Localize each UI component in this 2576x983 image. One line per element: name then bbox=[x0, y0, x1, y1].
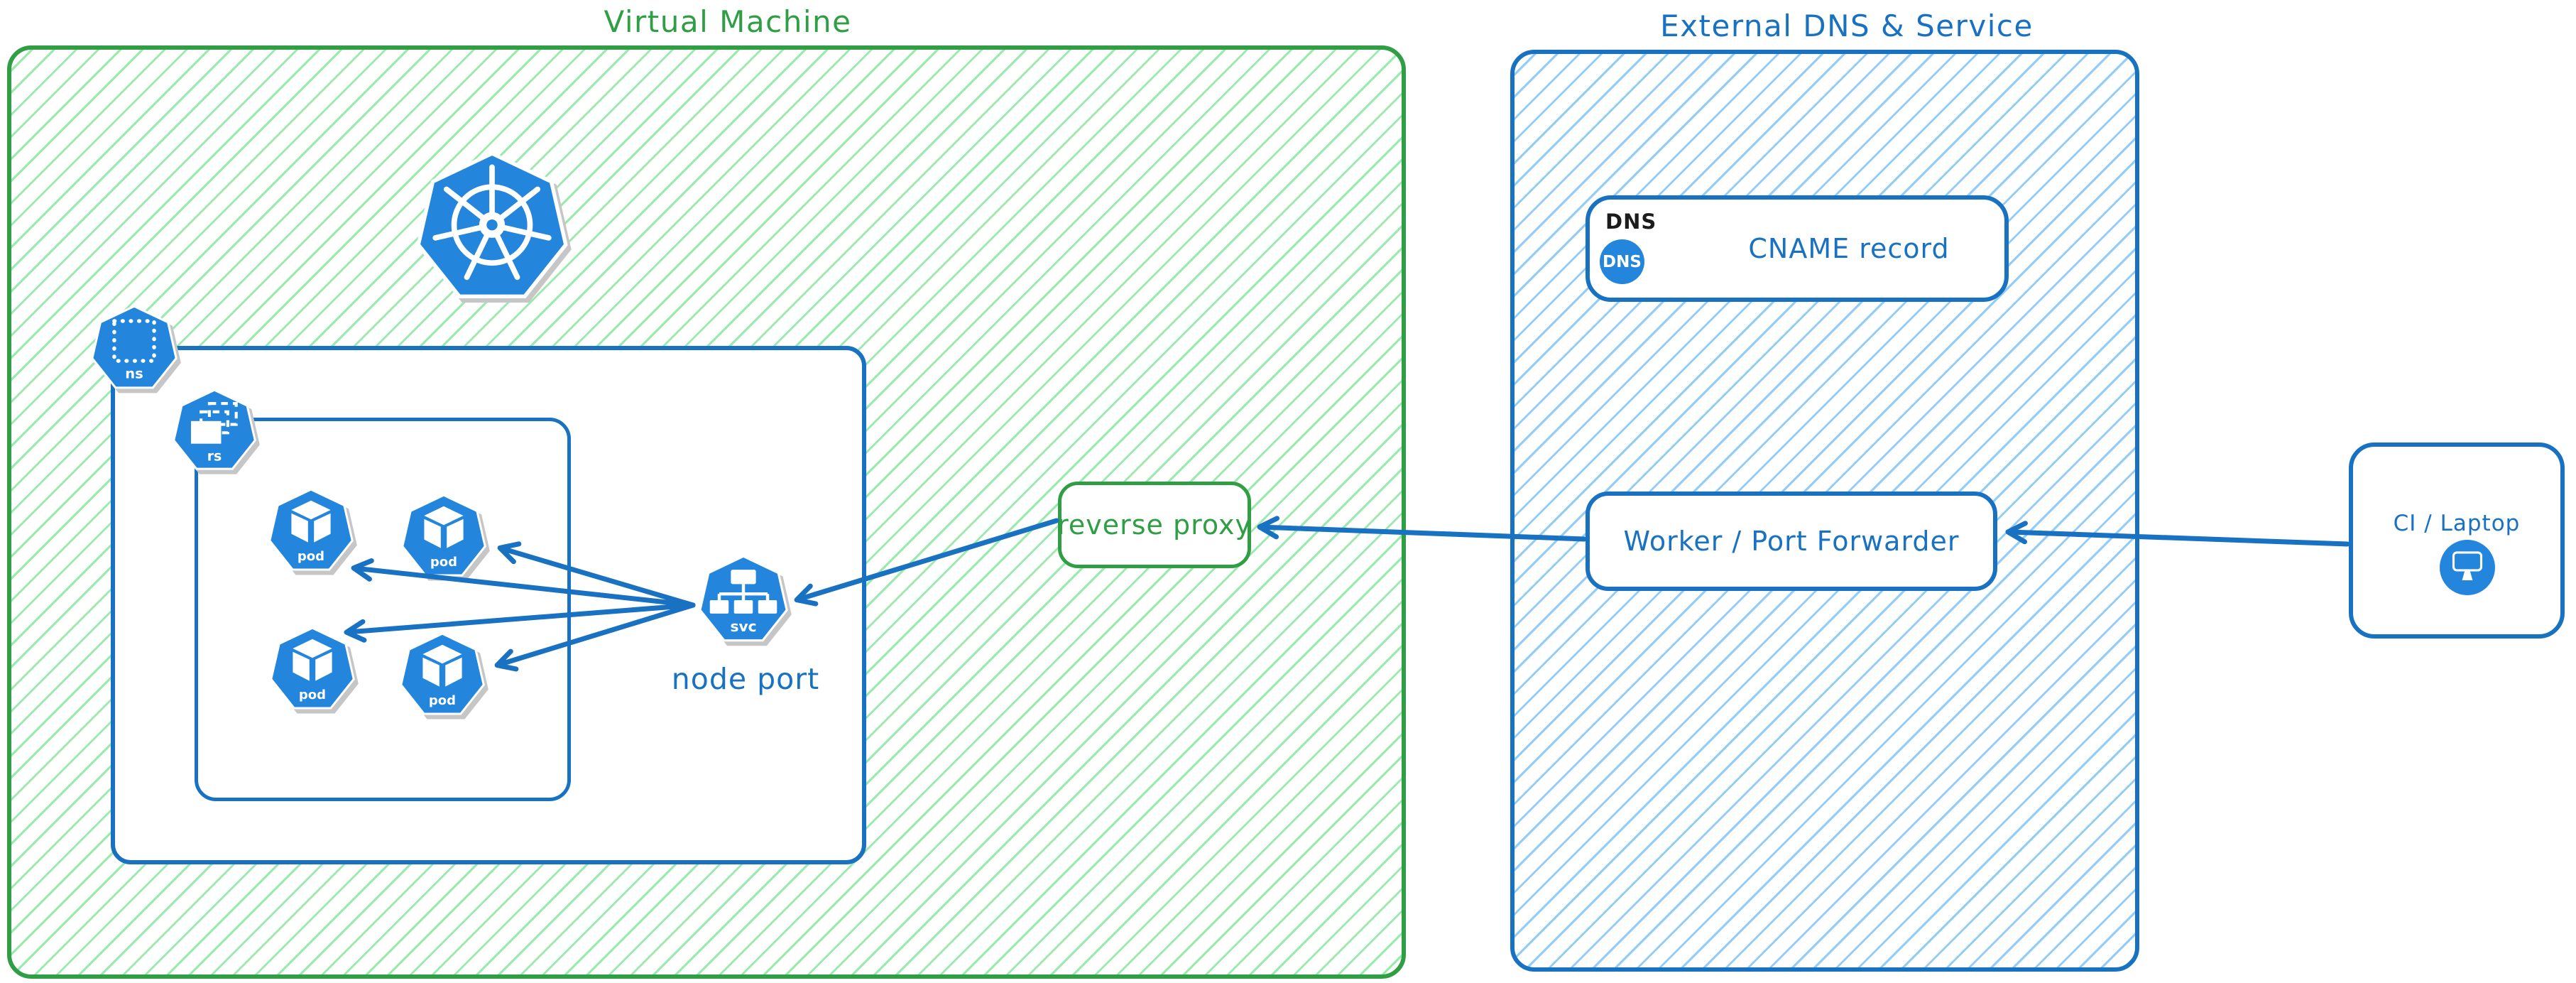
pod-icon-4: pod bbox=[400, 633, 485, 718]
pod-icon-2: pod bbox=[401, 494, 486, 580]
reverse-proxy-label: reverse proxy bbox=[1057, 509, 1252, 541]
pod-label: pod bbox=[430, 555, 457, 570]
kubernetes-icon bbox=[416, 152, 568, 304]
replicaset-box bbox=[195, 418, 571, 801]
service-label: svc bbox=[730, 618, 756, 635]
ci-laptop-label: CI / Laptop bbox=[2393, 511, 2521, 536]
node-port-caption: node port bbox=[671, 662, 820, 696]
monitor-icon bbox=[2440, 540, 2495, 595]
cname-record-label: CNAME record bbox=[1748, 233, 1950, 264]
virtual-machine-title: Virtual Machine bbox=[604, 4, 852, 39]
reverse-proxy-node: reverse proxy bbox=[1057, 482, 1252, 568]
namespace-icon: ns bbox=[91, 305, 178, 392]
service-icon: svc bbox=[699, 555, 788, 645]
dns-heading: DNS bbox=[1605, 210, 1657, 234]
dns-icon-text: DNS bbox=[1603, 252, 1642, 271]
pod-label: pod bbox=[299, 688, 326, 702]
pod-icon-1: pod bbox=[268, 489, 354, 574]
worker-port-forwarder-node: Worker / Port Forwarder bbox=[1586, 492, 1997, 591]
external-dns-title: External DNS & Service bbox=[1660, 9, 2034, 43]
namespace-label: ns bbox=[125, 365, 143, 381]
replicaset-label: rs bbox=[207, 448, 222, 464]
replicaset-icon: rs bbox=[173, 389, 256, 473]
pod-icon-3: pod bbox=[270, 627, 355, 712]
worker-port-forwarder-label: Worker / Port Forwarder bbox=[1623, 526, 1960, 557]
dns-icon: DNS bbox=[1600, 239, 1644, 284]
dns-record-node: DNS DNS CNAME record bbox=[1586, 195, 2009, 302]
pod-label: pod bbox=[298, 549, 324, 564]
ci-laptop-node: CI / Laptop bbox=[2349, 442, 2565, 639]
pod-label: pod bbox=[429, 693, 456, 708]
